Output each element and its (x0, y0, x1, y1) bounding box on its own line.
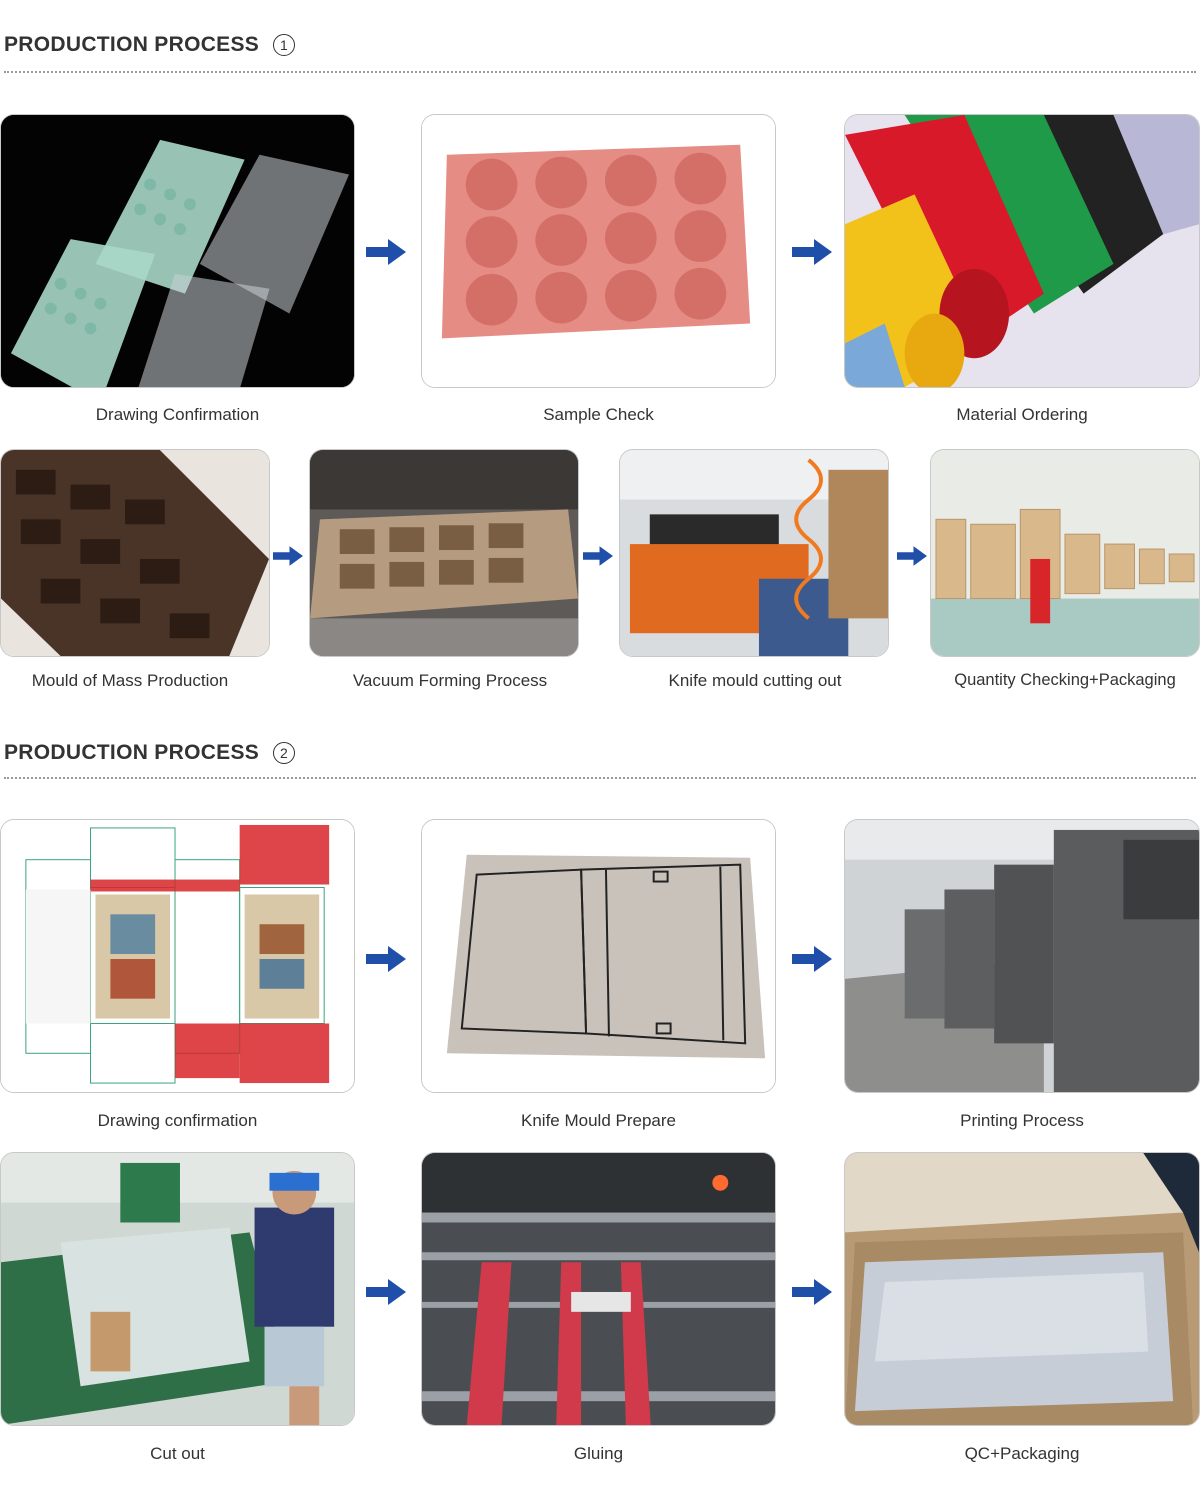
right-arrow-icon (792, 239, 832, 265)
right-arrow-icon (273, 545, 303, 567)
right-arrow-icon (792, 1279, 832, 1305)
section-2-title-text: PRODUCTION PROCESS (4, 741, 260, 764)
photo-material-ordering (844, 114, 1200, 388)
photo-qc-packaging (844, 1152, 1200, 1426)
right-arrow-icon (366, 1279, 406, 1305)
step-caption: Vacuum Forming Process (352, 671, 548, 690)
photo-cut-out (0, 1152, 355, 1426)
step-caption: Drawing Confirmation (95, 405, 260, 424)
step-caption: Cut out (150, 1444, 205, 1463)
photo-drawing-confirmation (0, 114, 355, 388)
right-arrow-icon (897, 545, 927, 567)
step-caption: Knife mould cutting out (668, 671, 842, 690)
step-caption: Gluing (573, 1444, 624, 1463)
section-2-divider (4, 777, 1196, 779)
step-caption: Mould of Mass Production (31, 671, 229, 690)
step-caption: Knife Mould Prepare (521, 1111, 676, 1130)
step-caption: Printing Process (960, 1111, 1084, 1130)
photo-quantity-checking (930, 449, 1200, 657)
circled-number-icon: 1 (273, 34, 296, 56)
photo-knife-mould-prepare (421, 819, 776, 1093)
section-2-title: PRODUCTION PROCESS 2 (4, 739, 296, 767)
right-arrow-icon (792, 946, 832, 972)
photo-knife-mould-cutting (619, 449, 889, 657)
step-caption: Quantity Checking+Packaging (954, 671, 1176, 689)
right-arrow-icon (366, 239, 406, 265)
step-caption: QC+Packaging (964, 1444, 1080, 1463)
section-1-divider (4, 71, 1196, 73)
photo-printing-process (844, 819, 1200, 1093)
photo-gluing (421, 1152, 776, 1426)
right-arrow-icon (583, 545, 613, 567)
photo-sample-check (421, 114, 776, 388)
photo-vacuum-forming (309, 449, 579, 657)
right-arrow-icon (366, 946, 406, 972)
step-caption: Material Ordering (956, 405, 1088, 424)
step-caption: Sample Check (543, 405, 654, 424)
section-1-title-text: PRODUCTION PROCESS (4, 33, 260, 56)
step-caption: Drawing confirmation (97, 1111, 258, 1130)
circled-number-icon: 2 (273, 742, 296, 764)
section-1-title: PRODUCTION PROCESS 1 (4, 31, 296, 59)
photo-drawing-confirmation-2 (0, 819, 355, 1093)
photo-mould-mass-production (0, 449, 270, 657)
